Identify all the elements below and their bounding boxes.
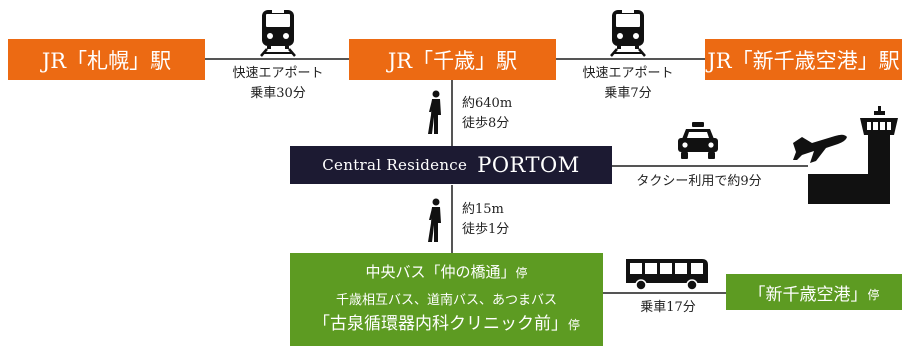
walk-label-bus-line2: 徒歩1分 — [462, 222, 510, 237]
rail-line-chitose-airport — [555, 58, 705, 60]
station-airport-label: JR「新千歳空港」駅 — [707, 48, 900, 73]
walk-line-bus — [451, 185, 453, 255]
rail-line-sapporo-chitose — [204, 58, 350, 60]
airport-icon — [790, 106, 905, 204]
residence-prefix: Central Residence — [322, 156, 468, 174]
residence-name: PORTOM — [477, 153, 580, 177]
bus-stop-line1: 中央バス「仲の橋通」停 — [290, 261, 603, 284]
residence-box: Central Residence PORTOM — [290, 146, 612, 184]
station-sapporo: JR「札幌」駅 — [8, 39, 205, 80]
airport-bus-stop-box: 「新千歳空港」停 — [726, 274, 902, 310]
taxi-line — [612, 165, 808, 167]
station-new-chitose-airport: JR「新千歳空港」駅 — [705, 39, 902, 80]
airport-stop-suffix: 停 — [867, 287, 880, 302]
taxi-label: タクシー利用で約9分 — [636, 174, 762, 189]
bus-stop-line2: 千歳相互バス、道南バス、あつまバス — [335, 293, 557, 308]
bus-stop-line3-main: 「古泉循環器内科クリニック前」 — [312, 314, 568, 334]
walk-line-station — [451, 80, 453, 146]
station-chitose-label: JR「千歳」駅 — [387, 48, 518, 73]
bus-ride-label: 乗車17分 — [640, 300, 696, 315]
walking-person-icon — [425, 90, 447, 136]
airport-stop-main: 「新千歳空港」 — [748, 284, 868, 305]
walk-label-station-line2: 徒歩8分 — [462, 116, 510, 131]
rail-label-airport: 快速エアポート 乗車7分 — [563, 64, 693, 104]
bus-stop-line1-suffix: 停 — [515, 266, 528, 280]
bus-stop-line3: 「古泉循環器内科クリニック前」停 — [290, 312, 603, 337]
walk-label-station-line1: 約640m — [462, 96, 513, 111]
station-chitose: JR「千歳」駅 — [349, 39, 556, 80]
rail-label-sapporo: 快速エアポート 乗車30分 — [213, 64, 343, 104]
train-icon — [259, 9, 297, 57]
walk-label-station: 約640m 徒歩8分 — [462, 94, 512, 134]
rail-label-sapporo-line1: 快速エアポート — [232, 66, 324, 81]
rail-label-sapporo-line2: 乗車30分 — [250, 86, 306, 101]
bus-stop-line1-main: 中央バス「仲の橋通」 — [365, 263, 516, 281]
bus-stop-line3-suffix: 停 — [567, 318, 580, 332]
walking-person-icon — [425, 198, 447, 244]
taxi-icon — [677, 122, 719, 160]
train-icon — [609, 9, 647, 57]
station-sapporo-label: JR「札幌」駅 — [41, 48, 172, 73]
rail-label-airport-line2: 乗車7分 — [604, 86, 652, 101]
walk-label-bus-line1: 約15m — [462, 202, 504, 217]
rail-label-airport-line1: 快速エアポート — [582, 66, 674, 81]
bus-stop-box: 中央バス「仲の橋通」停 千歳相互バス、道南バス、あつまバス 「古泉循環器内科クリ… — [290, 253, 603, 346]
bus-icon — [624, 257, 710, 291]
bus-line — [602, 292, 726, 294]
walk-label-bus: 約15m 徒歩1分 — [462, 200, 509, 240]
